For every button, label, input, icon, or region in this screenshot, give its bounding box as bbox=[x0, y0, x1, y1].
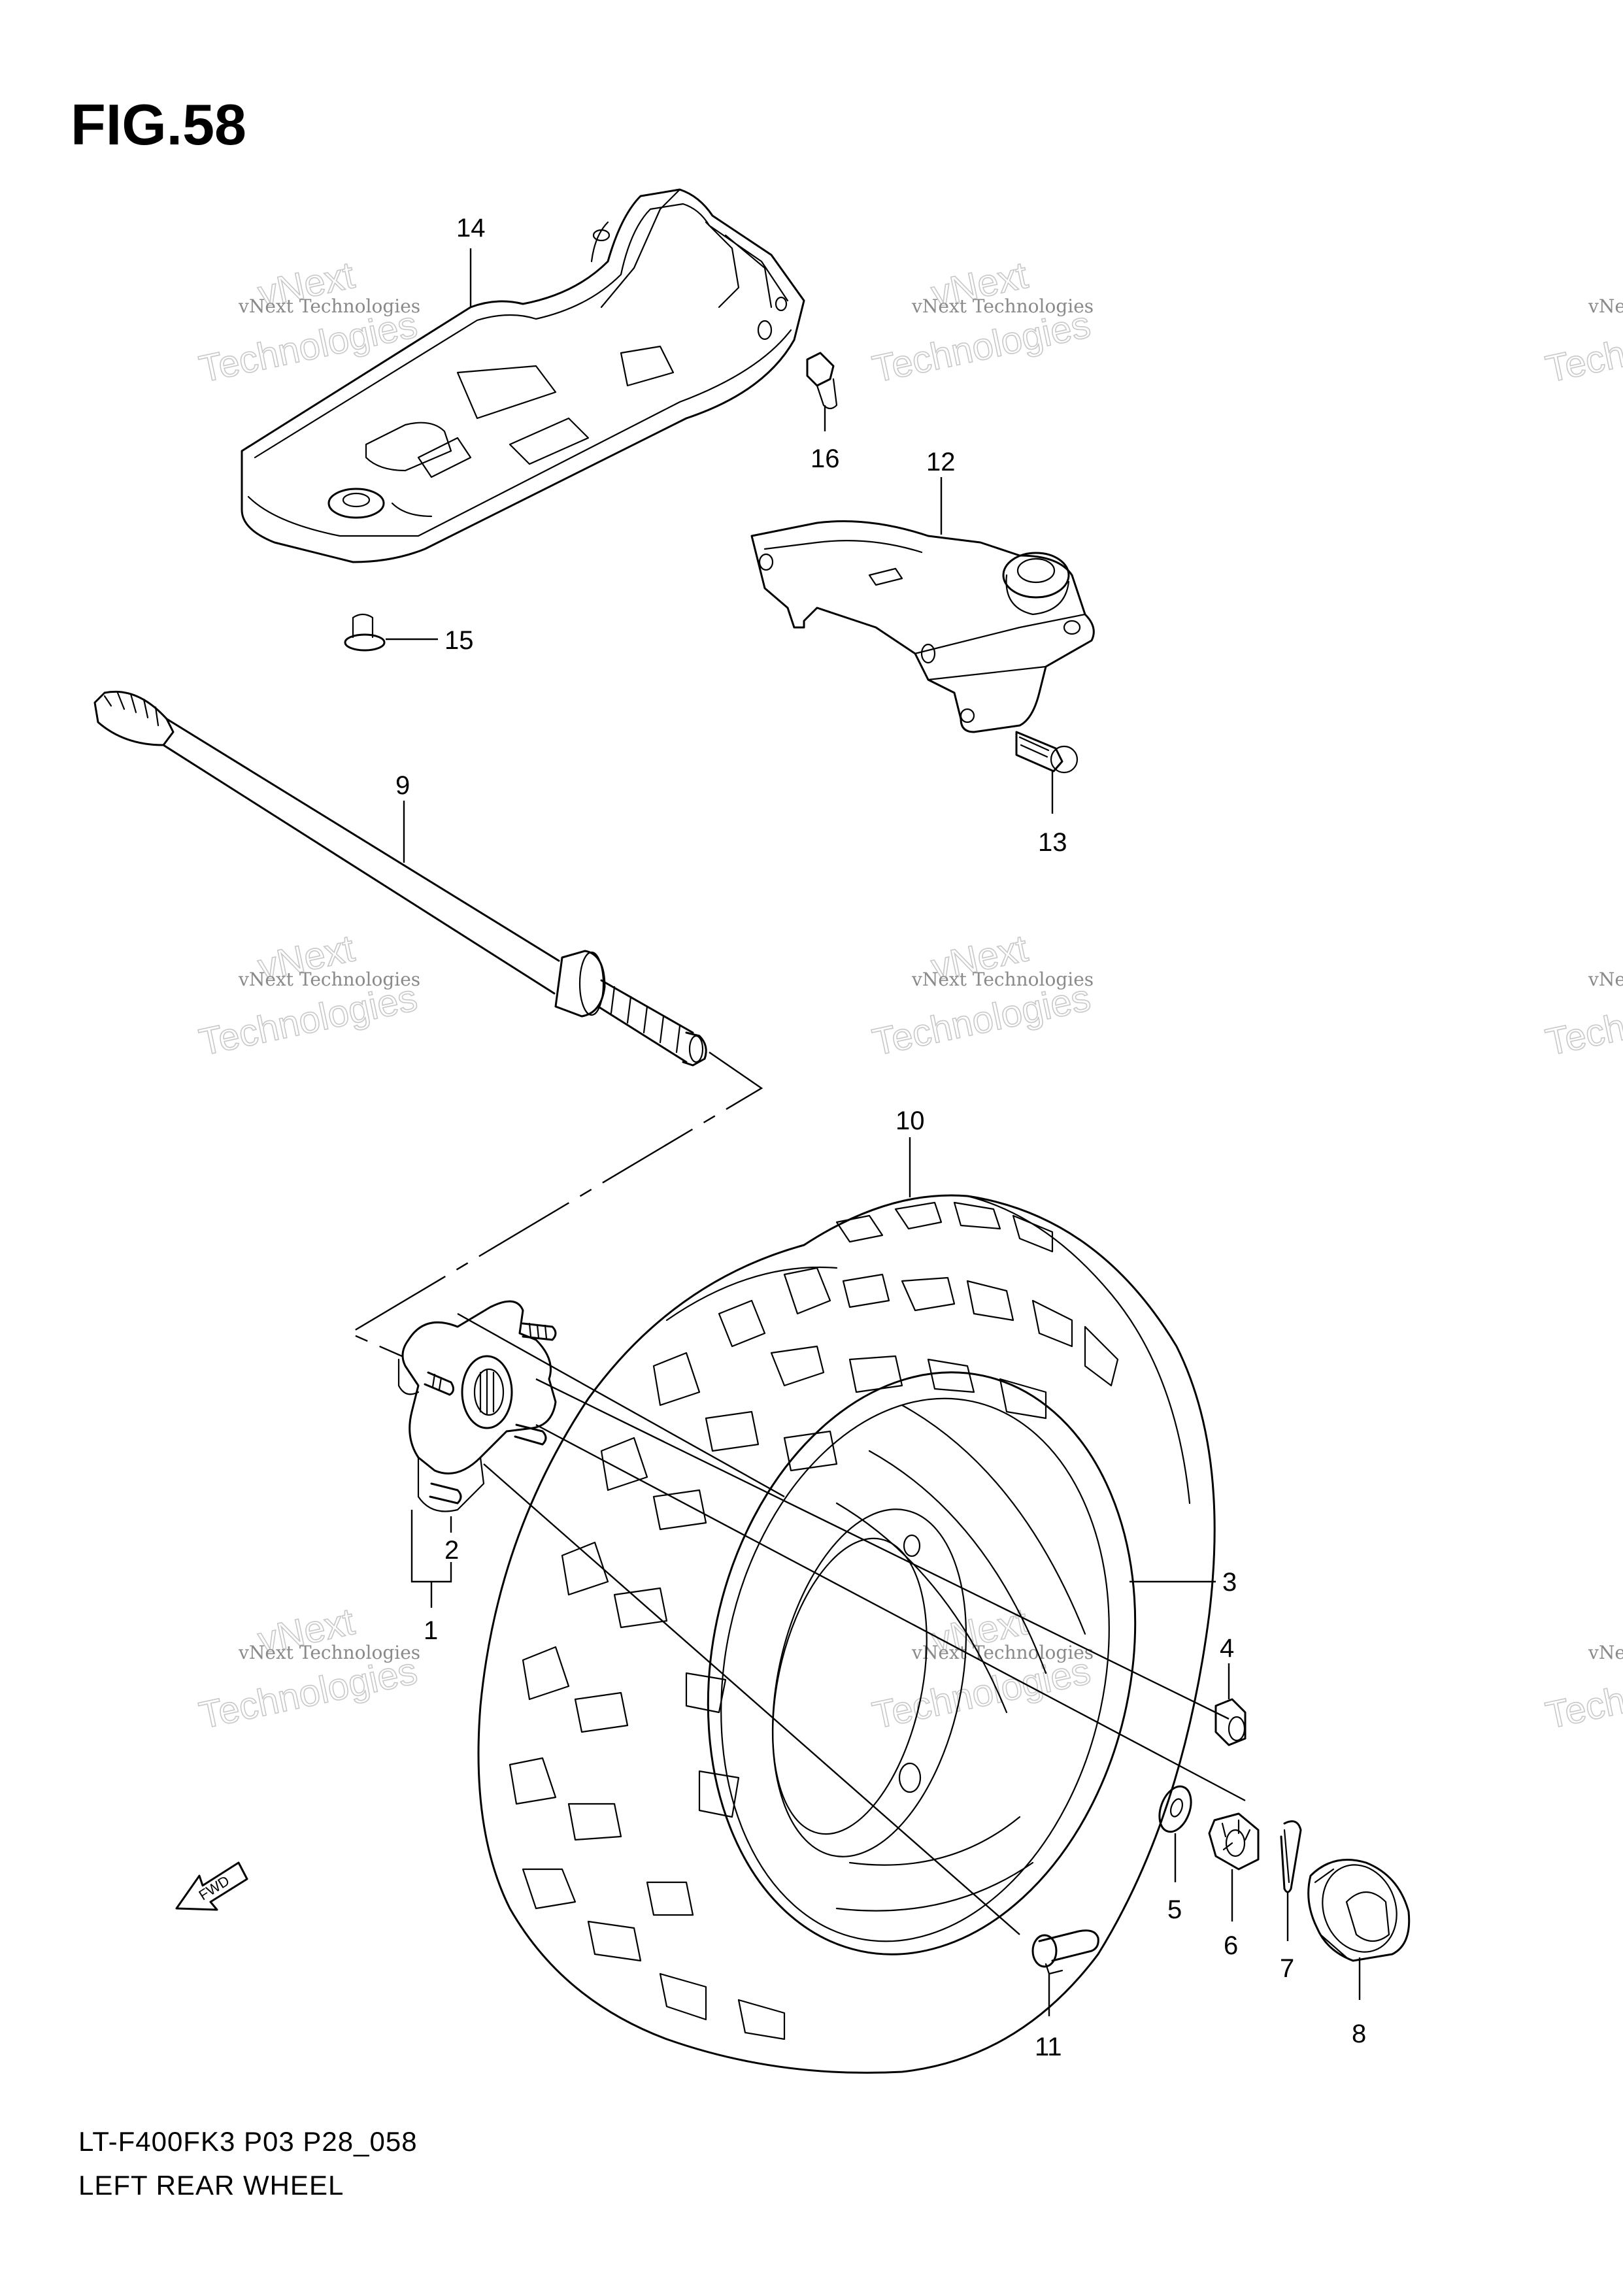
part-4-nut bbox=[1214, 1698, 1247, 1746]
callout-2: 2 bbox=[444, 1516, 459, 1565]
svg-text:9: 9 bbox=[395, 771, 410, 800]
callout-3: 3 bbox=[1129, 1568, 1237, 1597]
svg-text:12: 12 bbox=[926, 448, 956, 476]
svg-text:vNext Technologies: vNext Technologies bbox=[238, 969, 420, 990]
svg-text:vNext Technologies: vNext Technologies bbox=[911, 1642, 1094, 1663]
part-15-bolt bbox=[344, 613, 438, 652]
svg-text:4: 4 bbox=[1220, 1634, 1234, 1663]
svg-text:16: 16 bbox=[811, 444, 840, 473]
svg-text:vNext Technologies: vNext Technologies bbox=[238, 295, 420, 317]
part-9-axle-shaft bbox=[93, 690, 707, 1067]
svg-text:3: 3 bbox=[1222, 1568, 1237, 1597]
callout-5: 5 bbox=[1167, 1833, 1182, 1924]
svg-text:vNext Technologies: vNext Technologies bbox=[238, 1642, 420, 1663]
explode-lines bbox=[348, 1052, 1246, 1935]
part-12-bracket bbox=[750, 520, 1095, 733]
callout-7: 7 bbox=[1280, 1892, 1294, 1983]
callout-4: 4 bbox=[1220, 1634, 1234, 1699]
part-5-washer bbox=[1158, 1785, 1192, 1833]
watermark-edge-2: Technologies vNext Technologies bbox=[1541, 969, 1623, 1065]
callout-11: 11 bbox=[1035, 1974, 1062, 2061]
watermark-4: Technologies vNext vNext Technologies bbox=[868, 927, 1094, 1065]
svg-text:15: 15 bbox=[444, 626, 474, 655]
svg-text:10: 10 bbox=[895, 1106, 925, 1135]
fwd-arrow: FWD bbox=[175, 1861, 248, 1911]
svg-text:13: 13 bbox=[1038, 828, 1067, 857]
svg-text:11: 11 bbox=[1035, 2033, 1062, 2061]
callout-8: 8 bbox=[1352, 1957, 1366, 2048]
part-14-guard bbox=[241, 188, 805, 563]
part-13-bolt bbox=[1015, 731, 1079, 774]
figure-code: LT-F400FK3 P03 P28_058 bbox=[78, 2126, 418, 2157]
callout-10: 10 bbox=[895, 1106, 925, 1197]
svg-text:vNext Technologies: vNext Technologies bbox=[911, 295, 1094, 317]
callout-1: 1 bbox=[424, 1616, 438, 1645]
watermark-5: Technologies vNext vNext Technologies bbox=[195, 1600, 421, 1738]
watermark-3: Technologies vNext vNext Technologies bbox=[195, 927, 421, 1065]
callout-6: 6 bbox=[1224, 1869, 1238, 1960]
part-8-hub-cap bbox=[1307, 1859, 1411, 1962]
svg-text:vNext Technologies: vNext Technologies bbox=[911, 969, 1094, 990]
svg-text:5: 5 bbox=[1167, 1895, 1182, 1924]
svg-text:2: 2 bbox=[444, 1536, 459, 1565]
watermark-edge-3: Technologies vNext Technologies bbox=[1541, 1642, 1623, 1738]
svg-text:6: 6 bbox=[1224, 1931, 1238, 1960]
part-10-tire bbox=[477, 1194, 1216, 2074]
callout-13: 13 bbox=[1038, 771, 1067, 857]
part-6-castle-nut bbox=[1208, 1812, 1260, 1871]
watermark-6: Technologies vNext vNext Technologies bbox=[868, 1600, 1094, 1738]
callout-16: 16 bbox=[811, 405, 840, 473]
svg-text:vNext Technologies: vNext Technologies bbox=[1588, 295, 1623, 317]
svg-text:vNext Technologies: vNext Technologies bbox=[1588, 969, 1623, 990]
svg-text:8: 8 bbox=[1352, 2020, 1366, 2048]
watermark-edge-1: Technologies vNext Technologies bbox=[1541, 295, 1623, 391]
svg-text:1: 1 bbox=[424, 1616, 438, 1645]
callout-15: 15 bbox=[444, 626, 474, 655]
part-1-2-bracket-lines bbox=[410, 1510, 452, 1608]
svg-text:vNext Technologies: vNext Technologies bbox=[1588, 1642, 1623, 1663]
part-1-hub bbox=[397, 1300, 557, 1512]
svg-text:14: 14 bbox=[456, 214, 486, 242]
figure-title: FIG.58 bbox=[71, 92, 246, 157]
part-7-cotter-pin bbox=[1280, 1820, 1302, 1893]
watermark-2: Technologies vNext vNext Technologies bbox=[868, 254, 1094, 391]
figure-name: LEFT REAR WHEEL bbox=[78, 2170, 344, 2201]
callout-12: 12 bbox=[926, 448, 956, 535]
svg-text:7: 7 bbox=[1280, 1954, 1294, 1983]
callout-14: 14 bbox=[456, 214, 486, 307]
part-16-bolt bbox=[806, 352, 838, 410]
callout-9: 9 bbox=[395, 771, 410, 863]
watermark-1: Technologies vNext vNext Technologies bbox=[195, 254, 421, 391]
